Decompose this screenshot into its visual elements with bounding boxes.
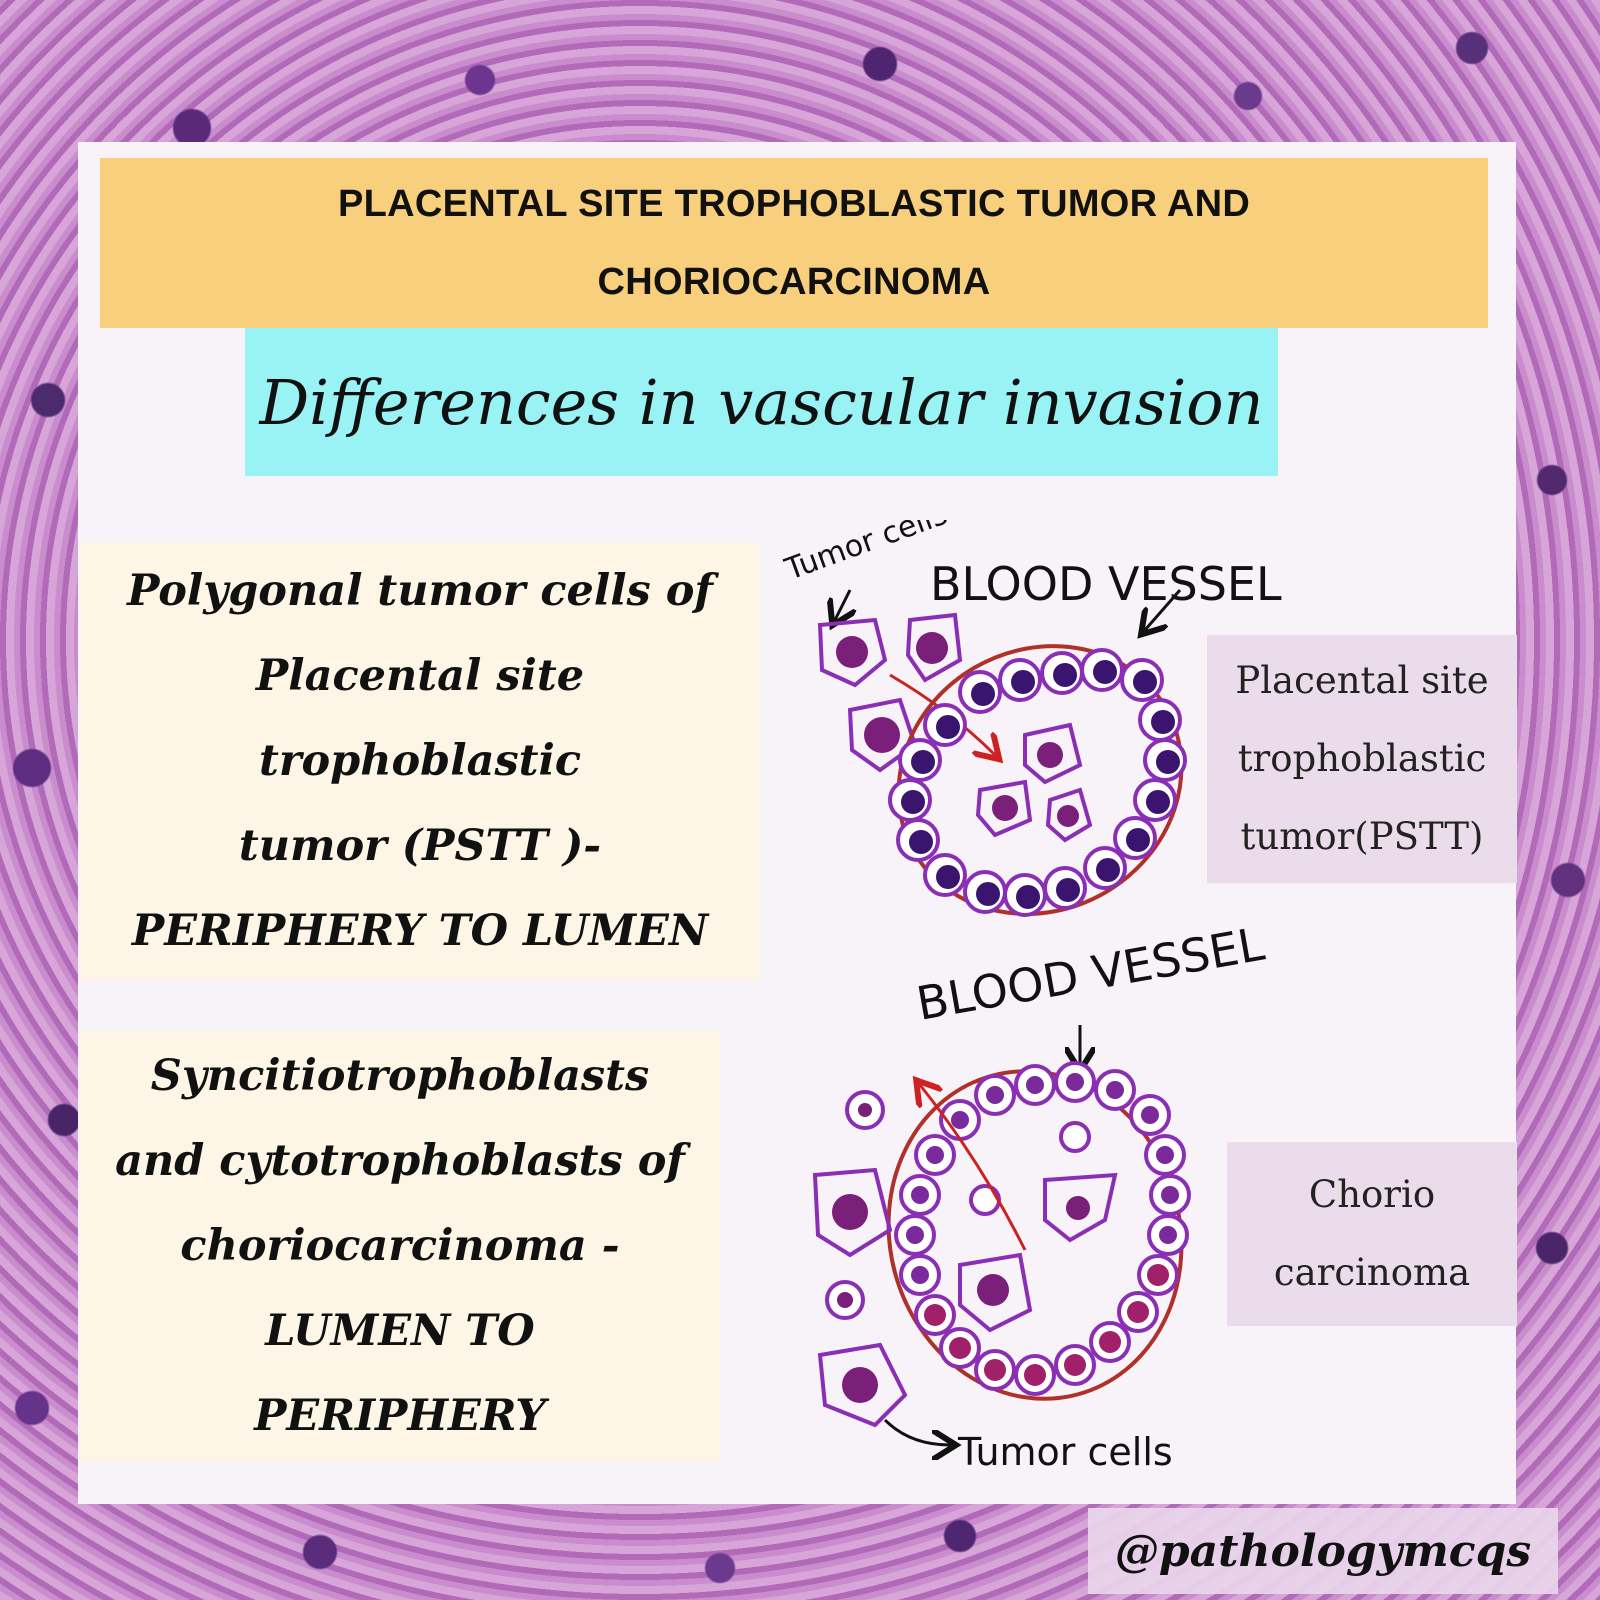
bottom-invasion-arrow [920,1085,1027,1251]
pstt-label-line: trophoblastic [1237,737,1487,780]
footer-handle-bar: @pathologymcqs [1088,1508,1558,1594]
top-vessel-pointer [1145,589,1182,630]
bottom-blood-vessel-label: BLOOD VESSEL [913,917,1269,1031]
top-tumor-cells-label: Tumor cells [780,520,952,588]
title-line-2: CHORIOCARCINOMA [597,261,991,303]
pstt-line: PERIPHERY TO LUMEN [131,906,709,956]
vascular-invasion-diagram: Tumor cells BLOOD VESSEL BLO [780,520,1282,1474]
bottom-outside-tumor-cells [812,1090,908,1428]
bottom-vessel-pale-nuclei [906,1073,1179,1284]
bottom-vessel-lining-cells [894,1061,1191,1396]
chorio-label: Chorio carcinoma [1227,1142,1517,1326]
chorio-line: and cytotrophoblasts of [115,1135,685,1186]
social-handle: @pathologymcqs [1114,1525,1532,1577]
top-outside-tumor-cells [817,612,963,773]
pstt-label: Placental site trophoblastic tumor(PSTT) [1207,635,1517,883]
chorio-description: Syncitiotrophoblasts and cytotrophoblast… [80,1030,720,1462]
pstt-label-line: tumor(PSTT) [1240,815,1484,858]
pstt-line: Placental site [255,651,585,701]
pstt-line: Polygonal tumor cells of [127,566,713,616]
chorio-line: LUMEN TO [265,1305,535,1356]
top-tumor-pointer [835,589,850,620]
pstt-line: tumor (PSTT )- [238,821,602,871]
top-vessel-nuclei [901,660,1180,909]
pstt-label-line: Placental site [1235,659,1489,702]
chorio-label-line: carcinoma [1273,1251,1471,1294]
bottom-tumor-cells-label: Tumor cells [957,1430,1173,1474]
title-line-1: PLACENTAL SITE TROPHOBLASTIC TUMOR AND [337,183,1251,225]
chorio-line: Syncitiotrophoblasts [150,1050,650,1101]
chorio-line: PERIPHERY [254,1390,546,1441]
bottom-lumen-cells [958,1121,1118,1333]
subtitle-banner: Differences in vascular invasion [245,328,1278,476]
top-lumen-tumor-cells [975,722,1093,843]
chorio-label-line: Chorio [1308,1173,1436,1216]
subtitle: Differences in vascular invasion [259,365,1264,439]
pstt-description: Polygonal tumor cells of Placental site … [80,543,760,980]
title-banner: PLACENTAL SITE TROPHOBLASTIC TUMOR AND C… [100,158,1488,328]
chorio-line: choriocarcinoma - [180,1220,620,1271]
bottom-vessel-nuclei [924,1264,1169,1386]
bottom-tumor-pointer [883,1418,950,1445]
pstt-line: trophoblastic [258,736,582,786]
top-blood-vessel-label: BLOOD VESSEL [930,557,1282,611]
